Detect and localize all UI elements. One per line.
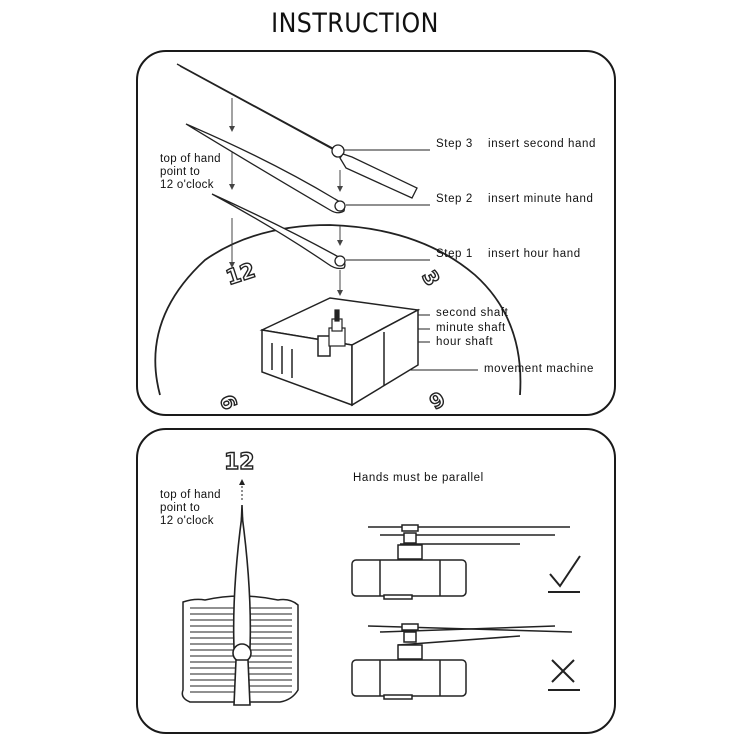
correct-side-view (351, 524, 570, 600)
step-action: insert minute hand (488, 193, 594, 205)
hour-hand (211, 193, 346, 270)
page-title: INSTRUCTION (271, 8, 439, 39)
step-2-label: Step 2 insert minute hand (436, 193, 593, 205)
second-hand (176, 63, 418, 199)
note-line: top of hand (160, 153, 221, 165)
minute-shaft-label: minute shaft (436, 322, 506, 334)
clock-dial-arc (154, 224, 522, 396)
note-line: point to (160, 502, 201, 514)
step-number: Step 3 (436, 138, 473, 150)
alignment-panel (136, 428, 616, 734)
note-line: point to (160, 166, 201, 178)
stacked-hands (232, 504, 252, 706)
movement-machine-label: movement machine (484, 363, 594, 375)
step-action: insert second hand (488, 138, 597, 150)
movement-machine (259, 297, 421, 407)
second-shaft-label: second shaft (436, 307, 509, 319)
note-line: 12 o'clock (160, 179, 214, 191)
checkmark-icon (548, 555, 581, 593)
cross-icon (548, 659, 580, 691)
wrong-side-view (351, 623, 573, 700)
hour-shaft-label: hour shaft (436, 336, 494, 348)
hand-note: top of hand point to 12 o'clock (160, 153, 221, 192)
parallel-note: Hands must be parallel (353, 472, 484, 484)
shaft-stack (328, 309, 346, 347)
step-number: Step 1 (436, 248, 473, 260)
twelve-marker: 12 (223, 449, 255, 475)
step-1-label: Step 1 insert hour hand (436, 248, 581, 260)
note-line: 12 o'clock (160, 515, 214, 527)
note-line: top of hand (160, 489, 221, 501)
minute-hand (185, 123, 346, 214)
step-number: Step 2 (436, 193, 473, 205)
hand-note-2: top of hand point to 12 o'clock (160, 489, 221, 528)
step-3-label: Step 3 insert second hand (436, 138, 596, 150)
step-action: insert hour hand (488, 248, 581, 260)
